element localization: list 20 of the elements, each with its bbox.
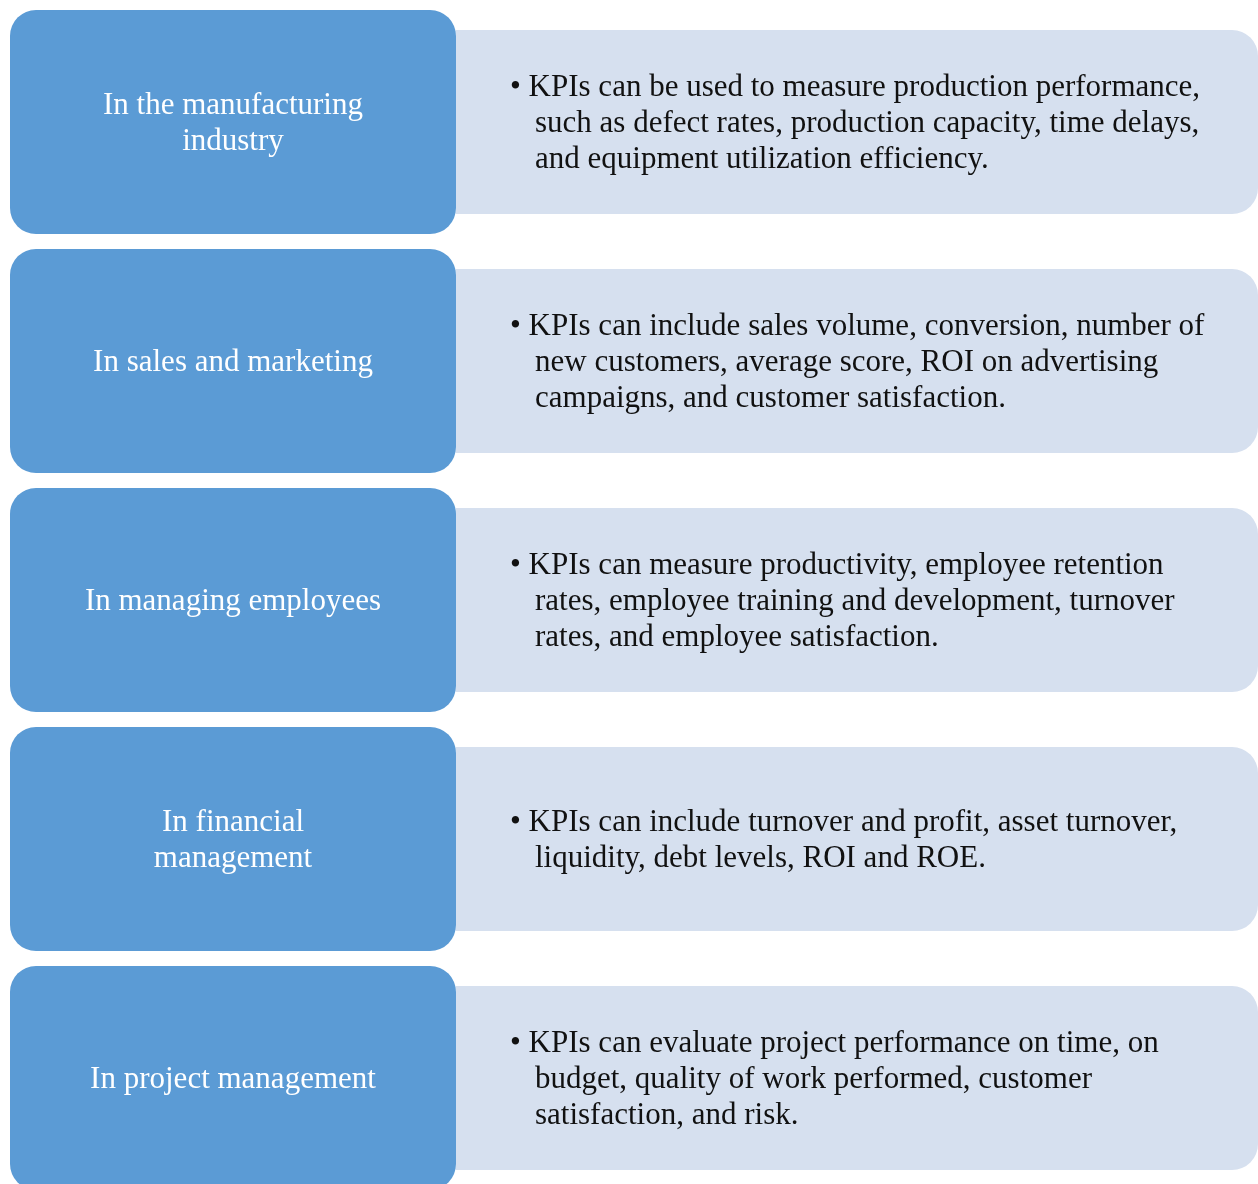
bullet-text: • KPIs can evaluate project performance on time, on budget, quality of work performed, customer satisfaction, and risk. [510,1024,1160,1132]
category-box [10,249,456,473]
description-panel [456,508,1258,692]
category-label: In sales and marketing [93,343,373,379]
description-panel [456,747,1258,931]
bullet-text: • KPIs can measure productivity, employee retention rates, employee training and development, turnover rates, and employee satisfaction. [510,546,1176,654]
category-box [10,488,456,712]
description-panel [456,269,1258,453]
description-panel [456,986,1258,1170]
bullet-text: • KPIs can be used to measure production performance, such as defect rates, production capacity, time delays, and equipment utilization efficiency. [510,68,1202,176]
bullet-text: • KPIs can include sales volume, conversion, number of new customers, average score, ROI on advertising campaigns, and customer satisfaction. [510,307,1206,415]
category-label: In financial management [152,803,314,875]
description-panel [456,30,1258,214]
category-box [10,10,456,234]
category-label: In project management [90,1060,376,1096]
category-label: In the manufacturing industry [102,86,364,158]
category-box [10,966,456,1184]
category-label: In managing employees [84,582,382,618]
bullet-text: • KPIs can include turnover and profit, asset turnover, liquidity, debt levels, ROI and ROE. [510,803,1179,875]
category-box [10,727,456,951]
